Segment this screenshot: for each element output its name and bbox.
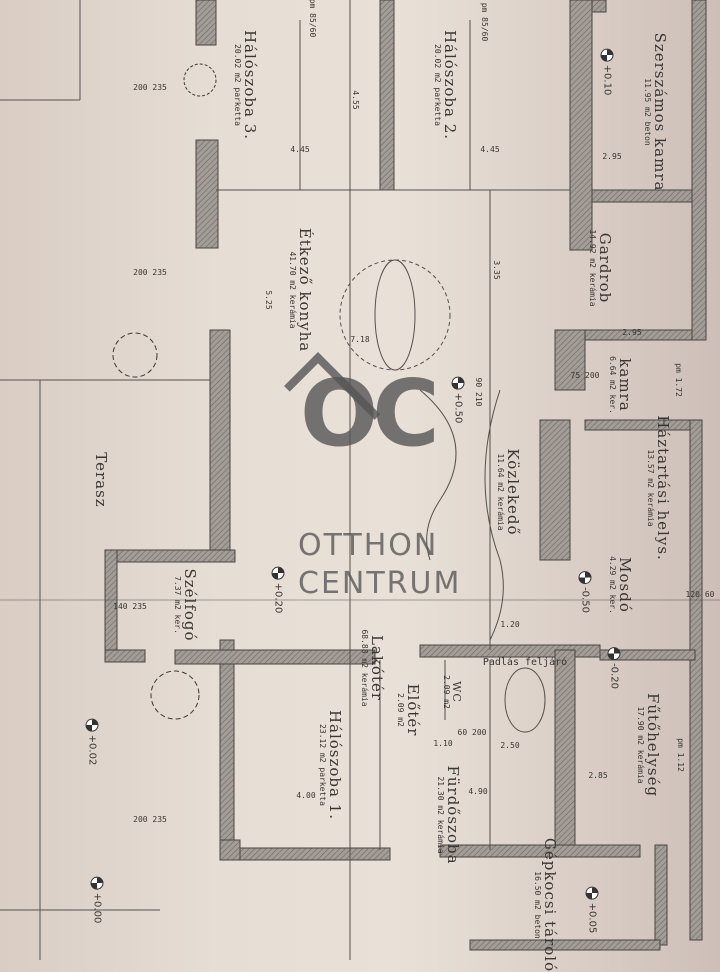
level-marker-icon — [451, 376, 465, 390]
dimension-label: 140 235 — [113, 601, 147, 611]
dimension-label: 2.95 — [602, 151, 622, 161]
dimension-label: 2.50 — [500, 740, 520, 750]
level-marker-icon — [600, 48, 614, 62]
room-label-haztartasi: Háztartási helys.13.57 m2 kerámia — [646, 415, 673, 561]
dimension-label: 3.35 — [492, 260, 502, 280]
dimension-label: 200 235 — [133, 267, 167, 277]
dimension-label: pm 85/60 — [480, 2, 490, 42]
dimension-label: pm 1.72 — [674, 363, 684, 397]
level-marker-icon — [607, 647, 621, 661]
dimension-label: 7.18 — [350, 334, 370, 344]
room-label-halo-2: Hálószoba 2.20.02 m2 parketta — [433, 29, 460, 141]
level-marker-icon — [578, 571, 592, 585]
level-marker-icon — [271, 566, 285, 580]
dimension-label: 75 200 — [570, 370, 600, 380]
watermark-logo: OC — [300, 360, 440, 467]
dimension-label: 4.55 — [351, 90, 361, 110]
dimension-label: 2.95 — [622, 327, 642, 337]
dimension-label: 200 235 — [133, 814, 167, 824]
level-marker-icon — [85, 718, 99, 732]
dimension-label: 60 200 — [457, 727, 487, 737]
room-label-terasz: Terasz — [91, 452, 110, 508]
watermark-text-otthon: OTTHON — [298, 528, 439, 563]
level-marker: -0.50 — [578, 571, 592, 613]
level-marker: +0.50 — [451, 376, 465, 423]
dimension-label: 4.00 — [296, 790, 316, 800]
walls — [104, 0, 707, 951]
plant-symbols — [112, 63, 217, 720]
level-marker: +0.10 — [600, 48, 614, 95]
dimension-label: 2.85 — [588, 770, 608, 780]
dimension-label: pm 1.12 — [676, 738, 686, 772]
level-marker: +0.00 — [90, 876, 104, 923]
level-marker: -0.20 — [607, 647, 621, 689]
level-marker-icon — [90, 876, 104, 890]
dimension-label: 4.45 — [480, 144, 500, 154]
dimension-label: 120 60 — [685, 589, 715, 599]
dimension-label: 90 210 — [474, 377, 484, 407]
room-label-halo-1: Hálószoba 1.23.12 m2 parketta — [318, 709, 345, 821]
level-marker: +0.02 — [85, 718, 99, 765]
level-marker: +0.05 — [585, 886, 599, 933]
dimension-label: 5.25 — [264, 290, 274, 310]
level-marker: +0.20 — [271, 566, 285, 613]
dimension-label: 200 235 — [133, 82, 167, 92]
watermark-text-centrum: CENTRUM — [298, 566, 462, 601]
room-label-padlas: Padlás feljáró — [482, 656, 568, 668]
dimension-label: 4.45 — [290, 144, 310, 154]
dimension-label: 4.90 — [468, 786, 488, 796]
room-label-halo-3: Hálószoba 3.20.02 m2 parketta — [233, 29, 260, 141]
dimension-label: 1.10 — [433, 738, 453, 748]
dimension-label: pm 85/60 — [308, 0, 318, 38]
level-marker-icon — [585, 886, 599, 900]
dimension-label: 1.20 — [500, 619, 520, 629]
